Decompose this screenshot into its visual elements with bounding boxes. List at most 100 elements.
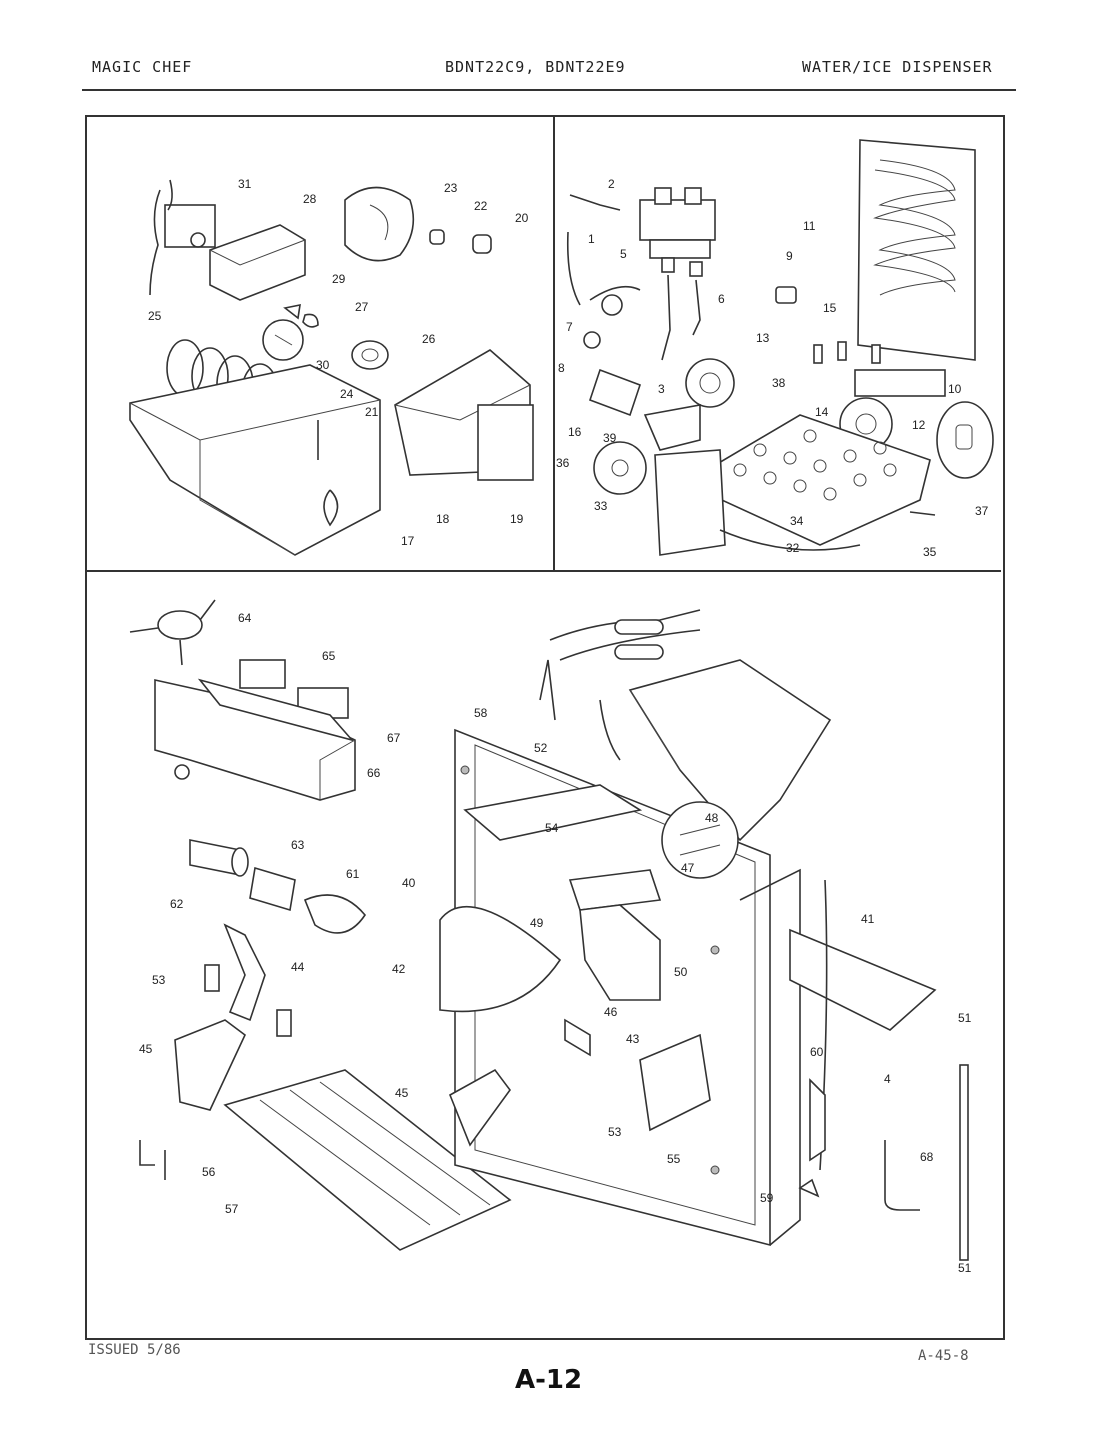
timing-cam — [262, 319, 304, 361]
harness-grommet — [539, 659, 556, 721]
callout: 4 — [884, 1072, 891, 1086]
callout: 25 — [148, 309, 162, 323]
callout: 38 — [772, 376, 786, 390]
callout: 5 — [620, 247, 627, 261]
foam-block — [588, 368, 642, 417]
inlet-tube — [566, 231, 581, 306]
clip — [283, 303, 301, 320]
lamp-lens — [249, 866, 296, 912]
callout: 23 — [444, 181, 458, 195]
callout: 19 — [510, 512, 524, 526]
water-valve — [639, 187, 716, 259]
callout: 63 — [291, 838, 305, 852]
actuator-arm — [223, 923, 266, 1022]
callout: 9 — [786, 249, 793, 263]
callout: 26 — [422, 332, 436, 346]
callout: 64 — [238, 611, 252, 625]
elbow-tube — [884, 1140, 920, 1211]
callout: 51 — [958, 1011, 972, 1025]
callout: 53 — [152, 973, 166, 987]
ice-mold-body — [688, 414, 931, 546]
callout: 37 — [975, 504, 989, 518]
gear-callout — [593, 441, 647, 495]
water-tube-right — [692, 279, 701, 336]
callout: 65 — [322, 649, 336, 663]
callout: 22 — [474, 199, 488, 213]
dispenser-paddle — [174, 1019, 246, 1111]
lamp-socket — [189, 839, 249, 877]
fill-tube — [589, 285, 641, 301]
callout: 58 — [474, 706, 488, 720]
callout: 6 — [718, 292, 725, 306]
callout: 45 — [395, 1086, 409, 1100]
callout: 28 — [303, 192, 317, 206]
callout: 46 — [604, 1005, 618, 1019]
funnel-door — [579, 904, 661, 1001]
callout: 12 — [912, 418, 926, 432]
callout: 42 — [392, 962, 406, 976]
wire-clamp — [775, 286, 797, 304]
bushing-callout — [685, 358, 735, 408]
callout: 61 — [346, 867, 360, 881]
callout: 44 — [291, 960, 305, 974]
callout: 62 — [170, 897, 184, 911]
callout: 68 — [920, 1150, 934, 1164]
terminal-connectors — [813, 341, 881, 364]
callout-labels: 31 28 23 22 20 29 27 25 30 26 24 21 17 1… — [139, 177, 989, 1275]
callout: 13 — [756, 331, 770, 345]
connector-a — [614, 619, 664, 635]
solenoid-bracket — [568, 869, 662, 911]
locknut — [174, 764, 190, 780]
callout: 43 — [626, 1032, 640, 1046]
callout: 59 — [760, 1191, 774, 1205]
panel-divider-vertical — [553, 115, 555, 570]
spring-callout — [661, 801, 739, 879]
icemaker-motor-assembly — [149, 179, 216, 296]
fill-tube-long — [959, 1064, 969, 1261]
callout: 20 — [515, 211, 529, 225]
callout: 57 — [225, 1202, 239, 1216]
callout: 36 — [556, 456, 570, 470]
bracket-53b — [276, 1009, 292, 1037]
section-title: WATER/ICE DISPENSER — [802, 58, 993, 76]
ice-ejector-shield — [344, 186, 415, 262]
callout: 11 — [803, 219, 816, 233]
nut-right — [689, 261, 703, 277]
connector-b — [614, 644, 664, 660]
paddle — [448, 1068, 511, 1147]
callout: 18 — [436, 512, 450, 526]
callout: 41 — [861, 912, 875, 926]
bearing — [429, 229, 445, 245]
callout: 50 — [674, 965, 688, 979]
callout: 8 — [558, 361, 565, 375]
switch-callout — [936, 401, 994, 479]
callout: 16 — [568, 425, 582, 439]
drain-tray — [789, 928, 937, 1031]
ice-mold-tray — [129, 364, 381, 556]
callout: 35 — [923, 545, 937, 559]
callout: 1 — [588, 232, 595, 246]
callout: 3 — [658, 382, 665, 396]
motor-housing — [654, 449, 726, 556]
water-line — [599, 699, 621, 761]
heater-wire — [719, 529, 861, 551]
callout: 32 — [786, 541, 800, 555]
door-arm — [439, 905, 562, 1013]
callout: 15 — [823, 301, 837, 315]
switch-bracket — [154, 678, 356, 801]
callout: 40 — [402, 876, 416, 890]
callout: 2 — [608, 177, 615, 191]
dispenser-switch — [129, 599, 216, 666]
callout: 33 — [594, 499, 608, 513]
page-number: A-12 — [515, 1365, 583, 1395]
callout: 27 — [355, 300, 369, 314]
callout: 55 — [667, 1152, 681, 1166]
cap — [472, 234, 492, 254]
callout: 48 — [705, 811, 719, 825]
callout: 66 — [367, 766, 381, 780]
callout: 14 — [815, 405, 829, 419]
document-code: A-45-8 — [918, 1348, 969, 1364]
callout: 24 — [340, 387, 354, 401]
grommet — [583, 331, 601, 349]
